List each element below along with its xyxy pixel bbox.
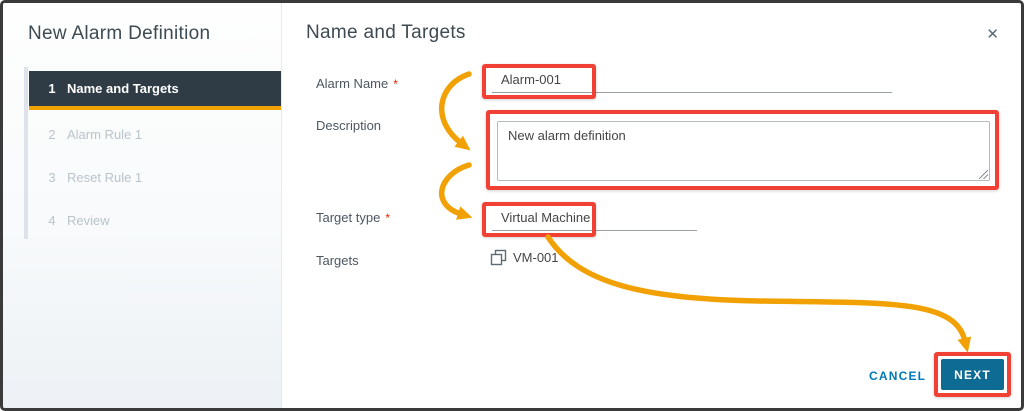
sidebar-step-review[interactable]: 4 Review	[29, 211, 281, 229]
vm-icon	[490, 249, 507, 266]
cancel-button[interactable]: CANCEL	[863, 368, 932, 384]
step-label: Review	[67, 212, 110, 228]
required-marker: *	[393, 77, 398, 91]
sidebar-step-reset-rule-1[interactable]: 3 Reset Rule 1	[29, 168, 281, 186]
step-label: Alarm Rule 1	[67, 126, 143, 142]
arrow-name-to-description	[438, 71, 472, 151]
step-number: 2	[48, 126, 56, 142]
step-label: Reset Rule 1	[67, 169, 143, 185]
step-number: 4	[48, 212, 56, 228]
target-vm-name: VM-001	[513, 250, 559, 265]
arrow-target-type-to-next	[545, 234, 972, 353]
required-marker: *	[385, 211, 390, 225]
targets-label: Targets	[316, 253, 359, 268]
wizard-title: New Alarm Definition	[28, 23, 211, 44]
description-label-text: Description	[316, 118, 382, 133]
next-button[interactable]: NEXT	[941, 359, 1004, 390]
target-type-label-text: Target type	[316, 210, 381, 225]
step-label: Name and Targets	[67, 81, 179, 96]
close-icon[interactable]: ✕	[986, 26, 999, 43]
targets-value-row: VM-001	[490, 249, 559, 266]
description-label: Description	[316, 118, 381, 133]
step-rail	[24, 67, 28, 239]
sidebar-step-alarm-rule-1[interactable]: 2 Alarm Rule 1	[29, 125, 281, 143]
step-number: 1	[48, 81, 56, 96]
alarm-name-label: Alarm Name *	[316, 76, 398, 91]
sidebar-step-name-and-targets[interactable]: 1 Name and Targets	[29, 71, 281, 110]
wizard-sidebar: New Alarm Definition 1 Name and Targets …	[3, 3, 282, 408]
description-textarea[interactable]: New alarm definition	[497, 121, 990, 181]
alarm-name-input[interactable]	[492, 70, 892, 93]
step-number: 3	[48, 169, 56, 185]
arrow-description-to-target-type	[439, 162, 473, 220]
targets-label-text: Targets	[316, 253, 359, 268]
page-title: Name and Targets	[306, 22, 466, 43]
target-type-input[interactable]	[492, 208, 697, 231]
alarm-name-label-text: Alarm Name	[316, 76, 389, 91]
target-type-label: Target type *	[316, 210, 390, 225]
